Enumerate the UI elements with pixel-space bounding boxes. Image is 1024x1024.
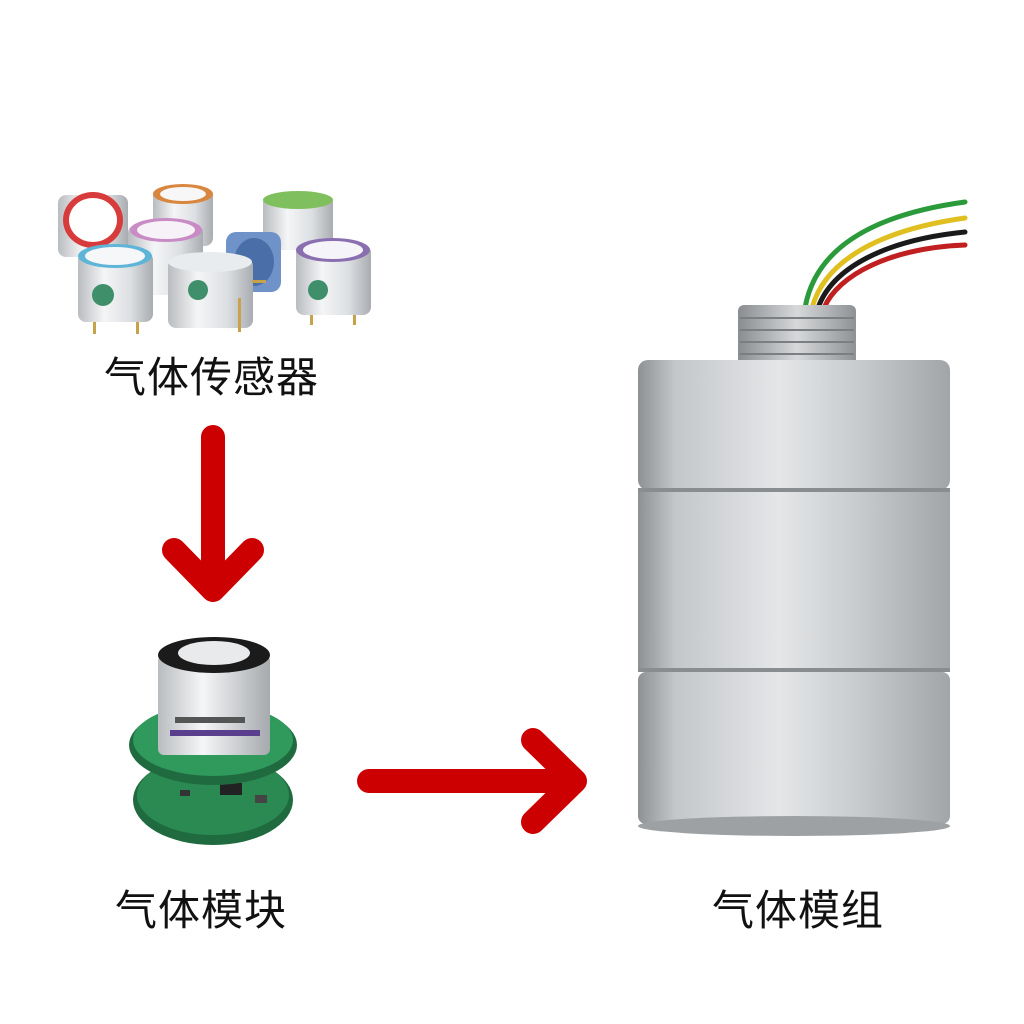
sensor-purple bbox=[296, 238, 371, 325]
module-label: 气体模块 bbox=[115, 886, 288, 935]
arrow-down bbox=[160, 425, 270, 605]
gas-module-image bbox=[125, 635, 300, 850]
sensor-red bbox=[58, 192, 128, 257]
gas-assembly-image bbox=[620, 190, 970, 840]
sensor-white bbox=[168, 252, 266, 332]
sensor-green bbox=[263, 191, 333, 250]
sensor-cyan bbox=[78, 244, 153, 334]
gas-sensors-image bbox=[48, 180, 378, 340]
sensor-label: 气体传感器 bbox=[104, 353, 320, 402]
assembly-label: 气体模组 bbox=[712, 886, 885, 935]
arrow-right bbox=[355, 720, 595, 845]
